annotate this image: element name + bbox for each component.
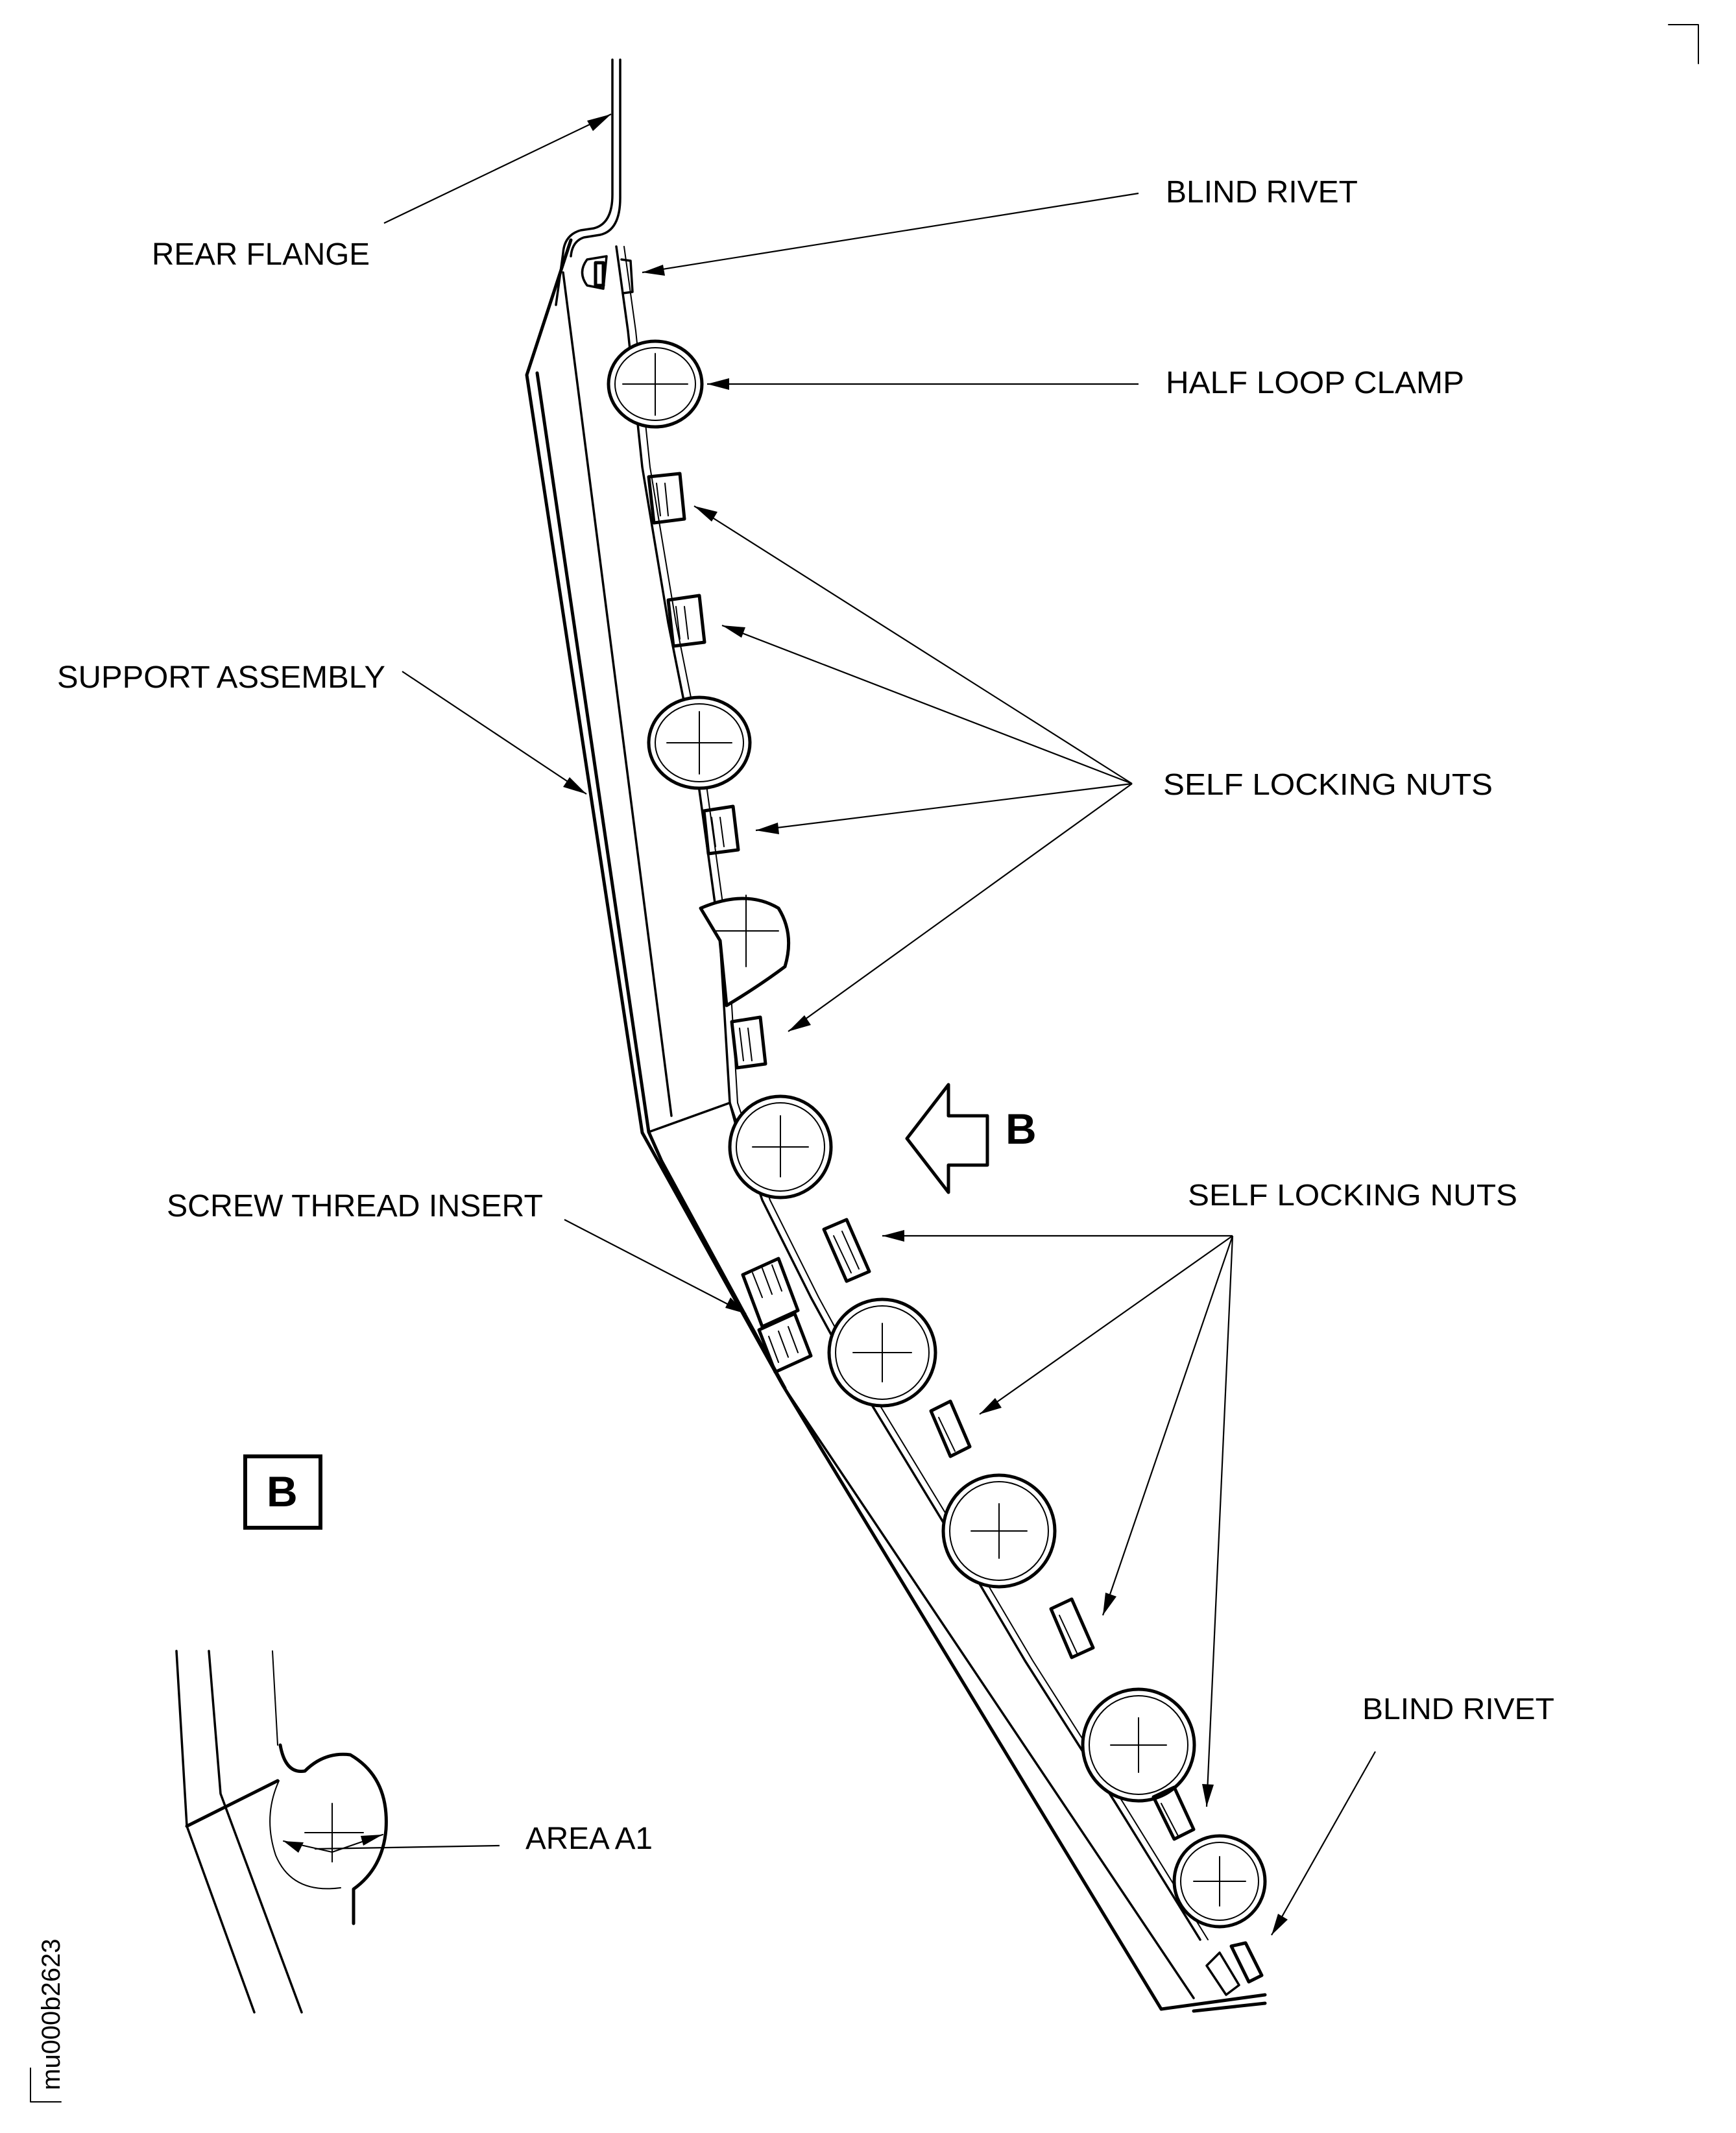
detail-view-box xyxy=(243,1454,322,1530)
label-rear-flange: REAR FLANGE xyxy=(152,237,370,272)
label-self-locking-nuts-upper: SELF LOCKING NUTS xyxy=(1163,767,1493,801)
nut xyxy=(647,472,686,525)
nut xyxy=(1049,1597,1095,1659)
label-self-locking-nuts-lower: SELF LOCKING NUTS xyxy=(1188,1178,1517,1212)
support-outer-edge xyxy=(525,238,1163,2011)
nut xyxy=(730,1015,767,1070)
self-locking-nuts xyxy=(647,472,1196,1841)
nut xyxy=(702,804,740,856)
label-blind-rivet-top: BLIND RIVET xyxy=(1166,175,1358,210)
label-area-a1: AREA A1 xyxy=(525,1822,653,1856)
view-arrow-letter: B xyxy=(1006,1105,1037,1153)
blind-rivet-top xyxy=(581,255,634,295)
label-support-assembly: SUPPORT ASSEMBLY xyxy=(57,660,385,695)
crop-mark-bottom-left xyxy=(30,2067,62,2103)
blind-rivet-bottom xyxy=(1205,1941,1264,1996)
clamp-3 xyxy=(699,895,791,1007)
nut xyxy=(666,594,706,648)
label-blind-rivet-bottom: BLIND RIVET xyxy=(1362,1692,1554,1726)
crop-mark-top-right xyxy=(1668,24,1699,64)
clamp-1 xyxy=(607,339,704,429)
clamp-7 xyxy=(1081,1687,1196,1803)
leader-lines xyxy=(383,114,1376,1936)
view-arrow-b xyxy=(905,1083,989,1194)
clamp-4 xyxy=(728,1094,833,1199)
label-screw-thread-insert: SCREW THREAD INSERT xyxy=(167,1189,543,1223)
half-loop-clamps xyxy=(607,339,1267,1929)
nut xyxy=(822,1218,871,1283)
detail-view-b xyxy=(175,1650,500,2014)
clamp-2 xyxy=(647,695,752,790)
detail-view-letter: B xyxy=(267,1467,298,1515)
figure-id: mu000b2623 xyxy=(37,1938,66,2090)
clamp-5 xyxy=(827,1297,937,1408)
support-foot xyxy=(1159,1993,1267,2011)
clamp-strip xyxy=(615,245,1201,1941)
clamp-6 xyxy=(941,1473,1057,1589)
label-half-loop-clamp: HALF LOOP CLAMP xyxy=(1166,366,1464,400)
nut xyxy=(929,1399,972,1458)
screw-thread-insert xyxy=(741,1257,813,1374)
rear-flange xyxy=(555,58,614,306)
clamp-8 xyxy=(1172,1834,1267,1929)
nut xyxy=(1151,1785,1196,1841)
